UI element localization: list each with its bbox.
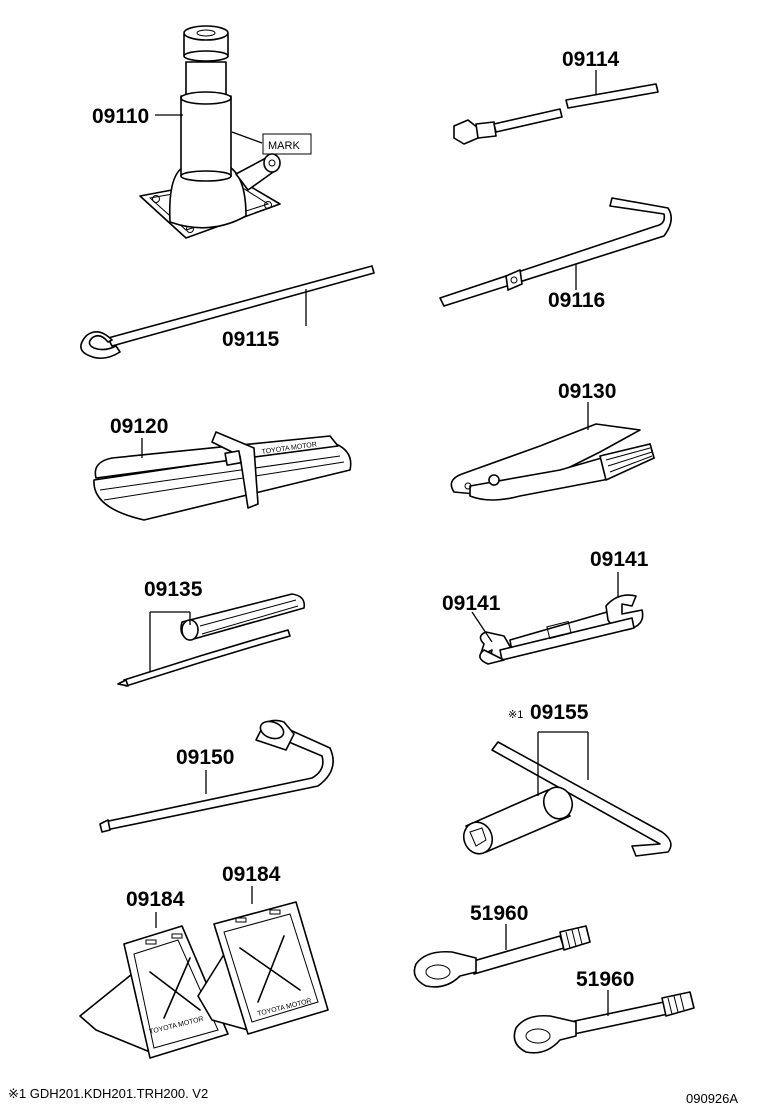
wrench-set <box>471 572 644 665</box>
part-number-pliers: 09130 <box>558 380 616 403</box>
part-number-screwdriver: 09135 <box>144 578 203 601</box>
part-number-jack-handle: 09116 <box>548 289 605 312</box>
part-number-chock-left: 09184 <box>126 888 185 911</box>
part-number-wrench-lower: 09141 <box>442 592 501 615</box>
part-number-jack: 09110 <box>92 105 149 128</box>
part-number-lug-wrench: 09150 <box>176 746 234 769</box>
lug-wrench <box>99 719 334 833</box>
part-number-handle-extension: 09114 <box>562 48 620 71</box>
screwdriver <box>117 593 306 687</box>
part-number-tow-eye-lower: 51960 <box>576 968 634 991</box>
part-number-tool-bag: 09120 <box>110 415 168 438</box>
footer-note: ※1 GDH201.KDH201.TRH200. V2 <box>8 1086 208 1101</box>
part-number-wrench-upper: 09141 <box>590 548 649 571</box>
handle-extension <box>453 70 659 145</box>
part-number-chock-right: 09184 <box>222 863 281 886</box>
plug-wrench <box>462 731 672 857</box>
jack-mark-label: MARK <box>268 140 300 152</box>
plug-wrench-note-mark: ※1 <box>508 709 523 721</box>
footer-code: 090926A <box>686 1091 738 1106</box>
tool-bag: TOYOTA MOTOR <box>93 431 352 521</box>
wheel-chock-right: TOYOTA MOTOR <box>197 886 329 1035</box>
towing-eye-upper <box>413 924 591 988</box>
part-number-tow-eye-upper: 51960 <box>470 902 528 925</box>
part-number-hook-wrench: 09115 <box>222 328 280 351</box>
wheel-chock-left: TOYOTA MOTOR <box>79 912 229 1059</box>
pliers <box>450 402 655 501</box>
jack-handle <box>439 197 672 307</box>
towing-eye-lower <box>513 990 695 1054</box>
jack <box>139 25 312 239</box>
hook-wrench <box>80 265 375 360</box>
part-number-plug-wrench: 09155 <box>530 701 589 724</box>
